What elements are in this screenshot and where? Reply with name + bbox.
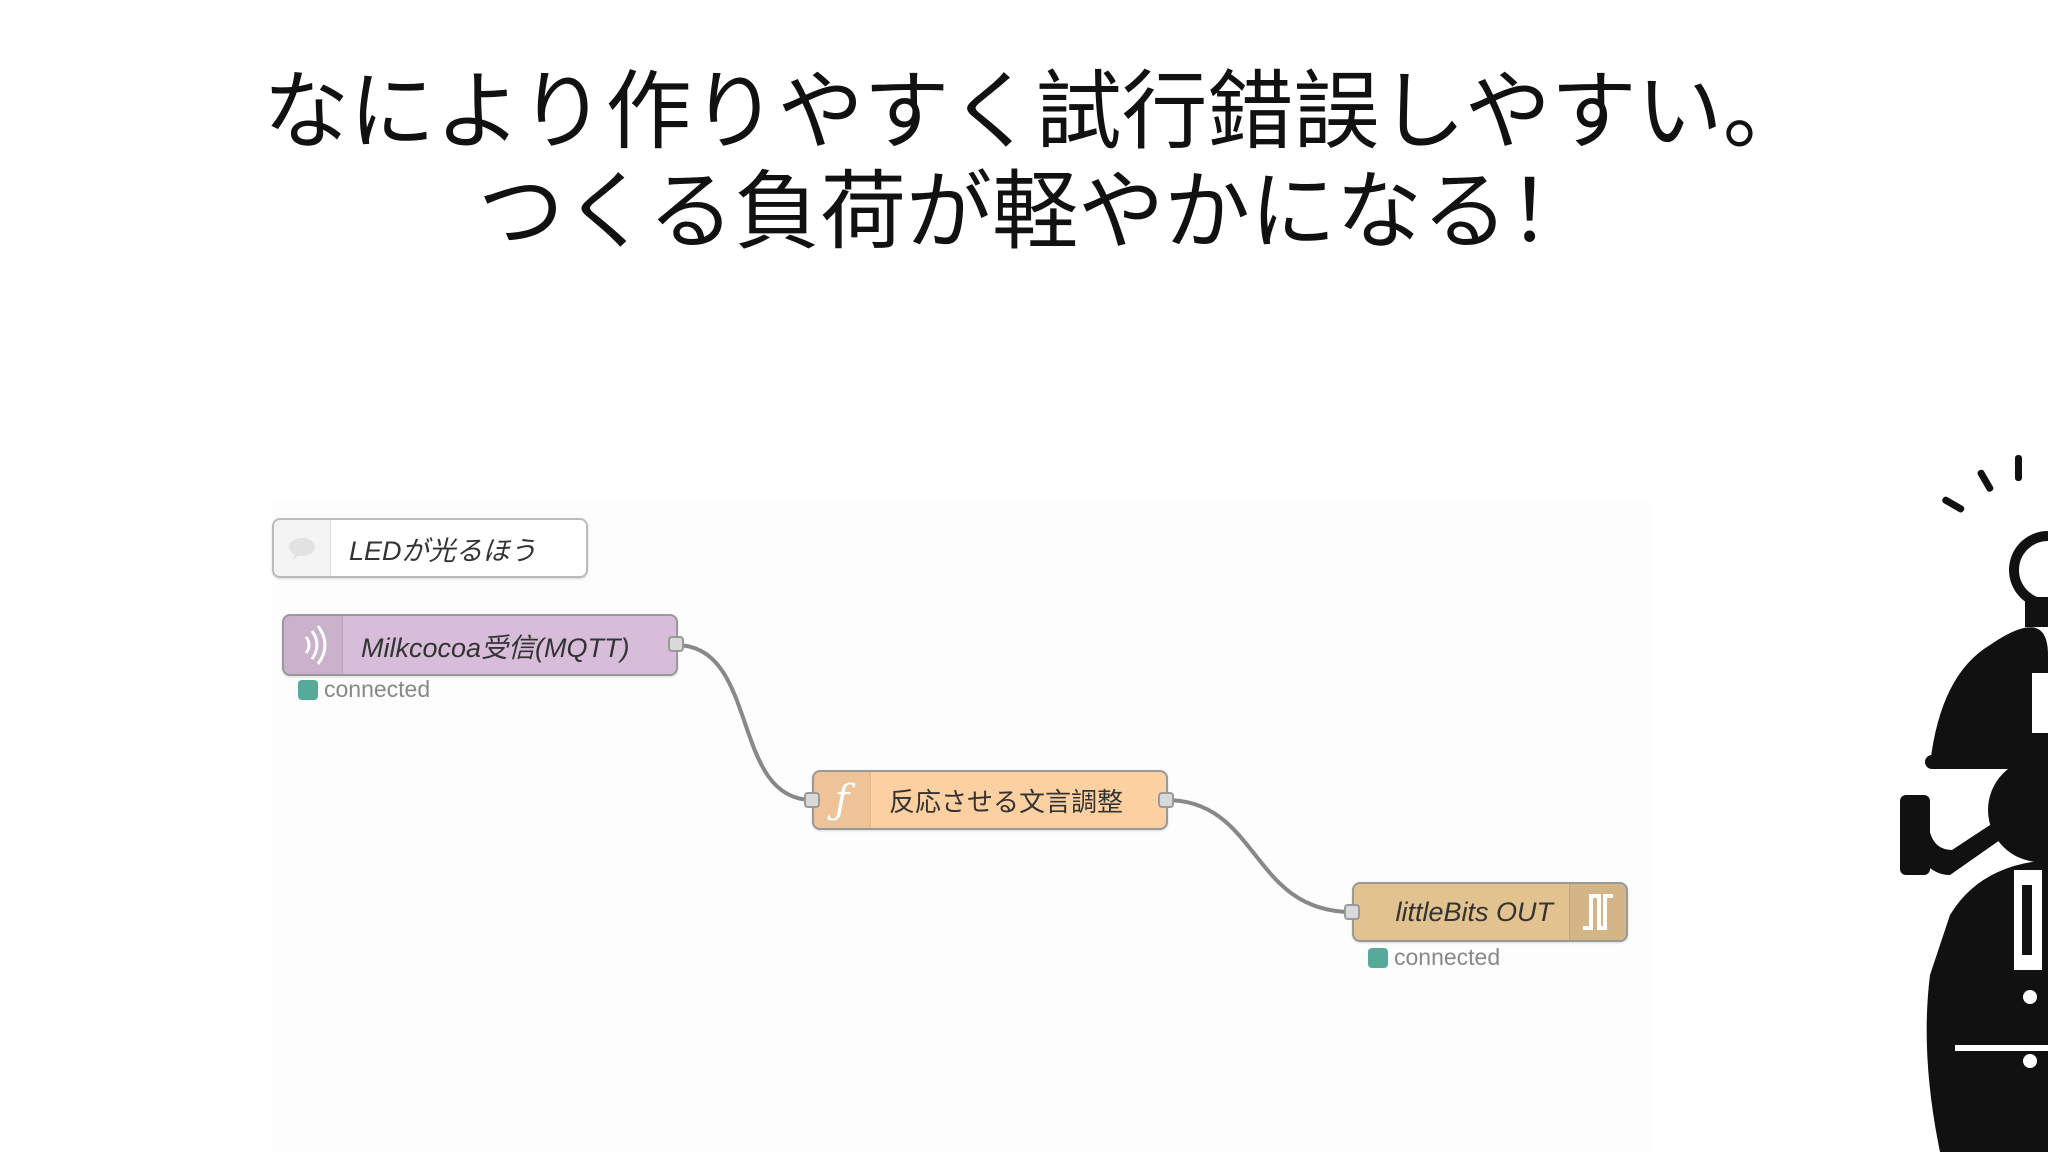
littlebits-out-label: littleBits OUT	[1395, 896, 1553, 927]
function-label: 反応させる文言調整	[889, 787, 1124, 818]
littlebits-out-input-port[interactable]	[1344, 904, 1360, 920]
function-icon: ƒ	[814, 772, 871, 828]
mqtt-in-status: connected	[298, 676, 430, 703]
comment-label: LEDが光るほう	[349, 535, 537, 566]
mqtt-in-node[interactable]: Milkcocoa受信(MQTT)	[282, 614, 678, 676]
function-node[interactable]: ƒ 反応させる文言調整	[812, 770, 1168, 830]
littlebits-out-status-text: connected	[1394, 944, 1501, 970]
detective-coat-icon	[1926, 860, 2048, 1152]
mqtt-in-label: Milkcocoa受信(MQTT)	[361, 632, 630, 663]
littlebits-out-node[interactable]: littleBits OUT	[1352, 882, 1628, 942]
pulse-icon	[1569, 884, 1626, 940]
mqtt-in-status-text: connected	[324, 676, 431, 702]
function-input-port[interactable]	[804, 792, 820, 808]
wireless-icon	[284, 616, 343, 674]
slide-title-line-1: なにより作りやすく試行錯誤しやすい。	[263, 62, 1809, 162]
detective-hat-icon	[1925, 627, 2048, 769]
status-connected-icon	[1368, 947, 1388, 968]
comment-icon	[274, 520, 331, 576]
lightbulb-icon	[2009, 531, 2048, 627]
status-connected-icon	[298, 679, 318, 700]
detective-face-pipe-icon	[1900, 758, 2048, 875]
littlebits-out-status: connected	[1368, 944, 1500, 971]
function-output-port[interactable]	[1158, 792, 1174, 808]
detective-idea-illustration	[1900, 455, 2048, 1152]
slide-title-line-2: つくる負荷が軽やかになる！	[477, 162, 1595, 262]
mqtt-in-output-port[interactable]	[668, 636, 684, 652]
idea-rays-icon	[1942, 455, 2022, 513]
comment-node[interactable]: LEDが光るほう	[272, 518, 588, 578]
